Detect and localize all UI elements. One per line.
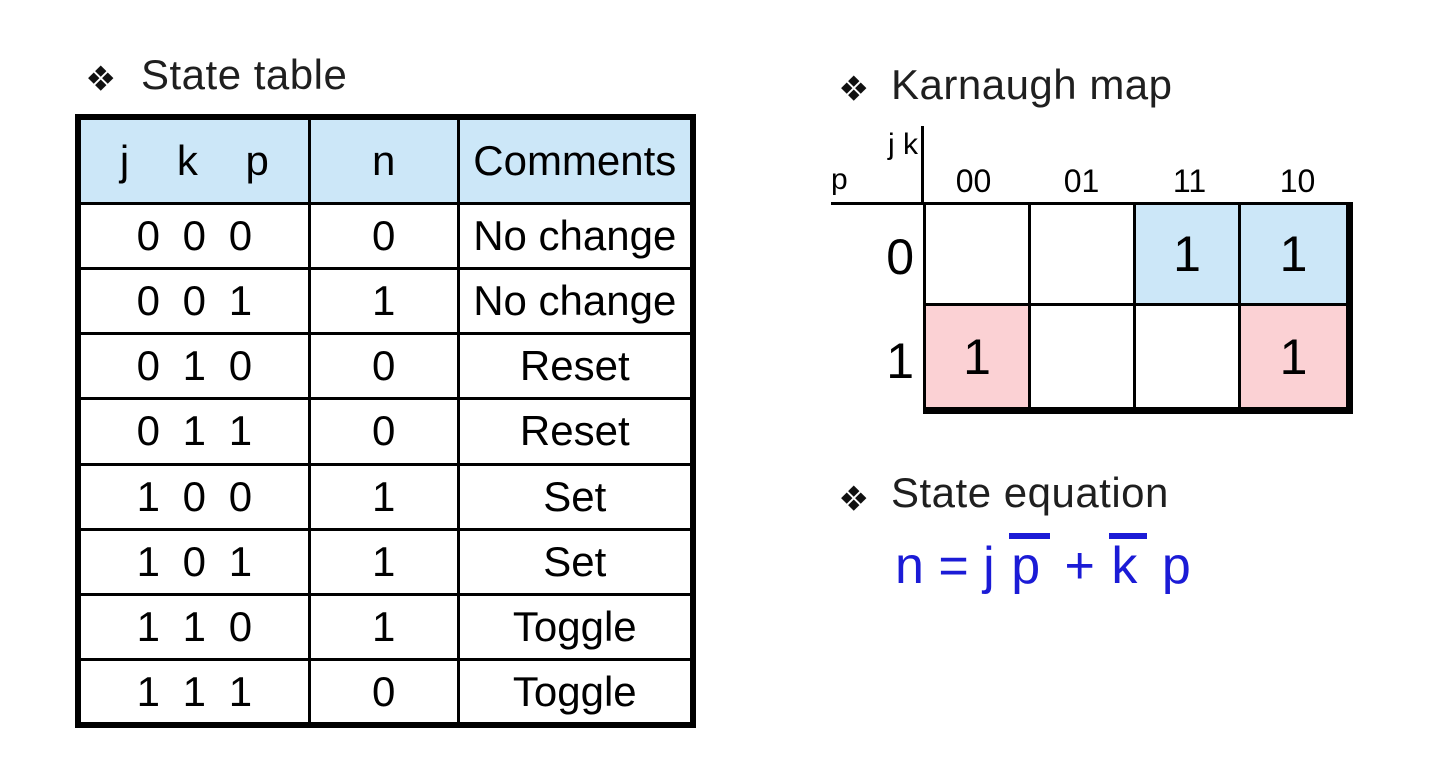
kmap-cell-r0-c2: 1 bbox=[1136, 205, 1241, 306]
diamond-bullet-icon bbox=[841, 75, 866, 100]
state-table-cell-n: 0 bbox=[307, 397, 460, 466]
state-table-heading: State table bbox=[141, 51, 348, 98]
equation-overline-term: p bbox=[1009, 533, 1051, 594]
state-table-cell-comment: No change bbox=[456, 201, 695, 270]
kmap-col-label-01: 01 bbox=[1063, 163, 1100, 199]
state-table-cell-n: 1 bbox=[307, 266, 460, 336]
state-table-cell-comment: No change bbox=[456, 266, 695, 336]
kmap-cell-r1-c1 bbox=[1031, 306, 1136, 407]
kmap-cell-r1-c0: 1 bbox=[926, 306, 1031, 407]
state-equation: n = j p + k p bbox=[895, 533, 1191, 594]
state-table-cell-jkp: 1 1 1 bbox=[76, 658, 311, 727]
state-table-cell-n: 0 bbox=[307, 658, 460, 727]
state-table-cell-n: 1 bbox=[307, 527, 460, 597]
state-table-cell-jkp: 1 1 0 bbox=[76, 592, 311, 662]
state-table-cell-n: 1 bbox=[307, 592, 460, 662]
state-table-cell-comment: Reset bbox=[456, 331, 695, 401]
kmap-row-label-1: 1 bbox=[886, 333, 914, 389]
state-table-cell-comment: Toggle bbox=[456, 658, 695, 727]
equation-text: n = j bbox=[895, 537, 1010, 595]
state-equation-heading: State equation bbox=[891, 469, 1169, 516]
kmap-cell-r0-c3: 1 bbox=[1241, 205, 1346, 306]
state-table-cell-jkp: 0 0 0 bbox=[76, 201, 311, 270]
state-table-cell-n: 1 bbox=[307, 462, 460, 531]
state-table-cell-jkp: 0 0 1 bbox=[76, 266, 311, 336]
equation-overline-term: k bbox=[1109, 533, 1148, 594]
kmap-cell-r1-c3: 1 bbox=[1241, 306, 1346, 407]
kmap-cell-r1-c2 bbox=[1136, 306, 1241, 407]
state-table-cell-comment: Reset bbox=[456, 397, 695, 466]
kmap-col-label-11: 11 bbox=[1172, 163, 1207, 199]
equation-text: + bbox=[1050, 537, 1110, 595]
state-table-cell-n: 0 bbox=[307, 201, 460, 270]
state-table-cell-jkp: 0 1 1 bbox=[76, 397, 311, 466]
state-table-cell-jkp: 1 0 0 bbox=[76, 462, 311, 531]
state-table-col-header-comments: Comments bbox=[456, 115, 695, 205]
kmap-axis-horizontal-line bbox=[831, 202, 926, 205]
kmap-axis-vertical-line bbox=[921, 126, 924, 205]
state-table-header-row: j k p n Comments bbox=[76, 115, 695, 205]
state-table-cell-comment: Set bbox=[456, 462, 695, 531]
state-table-col-header-jkp: j k p bbox=[76, 115, 311, 205]
kmap-column-variable-label: j k bbox=[888, 128, 918, 161]
state-table-cell-comment: Toggle bbox=[456, 592, 695, 662]
diamond-bullet-icon bbox=[841, 485, 866, 510]
state-table-cell-jkp: 0 1 0 bbox=[76, 331, 311, 401]
kmap-cell-r0-c1 bbox=[1031, 205, 1136, 306]
diamond-bullet-icon bbox=[88, 65, 113, 90]
state-table-col-header-n: n bbox=[307, 115, 460, 205]
equation-text: p bbox=[1147, 537, 1191, 595]
state-table-cell-jkp: 1 0 1 bbox=[76, 527, 311, 597]
state-table-cell-n: 0 bbox=[307, 331, 460, 401]
kmap-row-variable-label: p bbox=[831, 163, 848, 196]
kmap-heading: Karnaugh map bbox=[891, 61, 1173, 108]
kmap-col-label-10: 10 bbox=[1279, 163, 1316, 199]
kmap-row-label-0: 0 bbox=[886, 229, 914, 285]
kmap-cell-r0-c0 bbox=[926, 205, 1031, 306]
kmap-col-label-00: 00 bbox=[955, 163, 992, 199]
state-table-cell-comment: Set bbox=[456, 527, 695, 597]
